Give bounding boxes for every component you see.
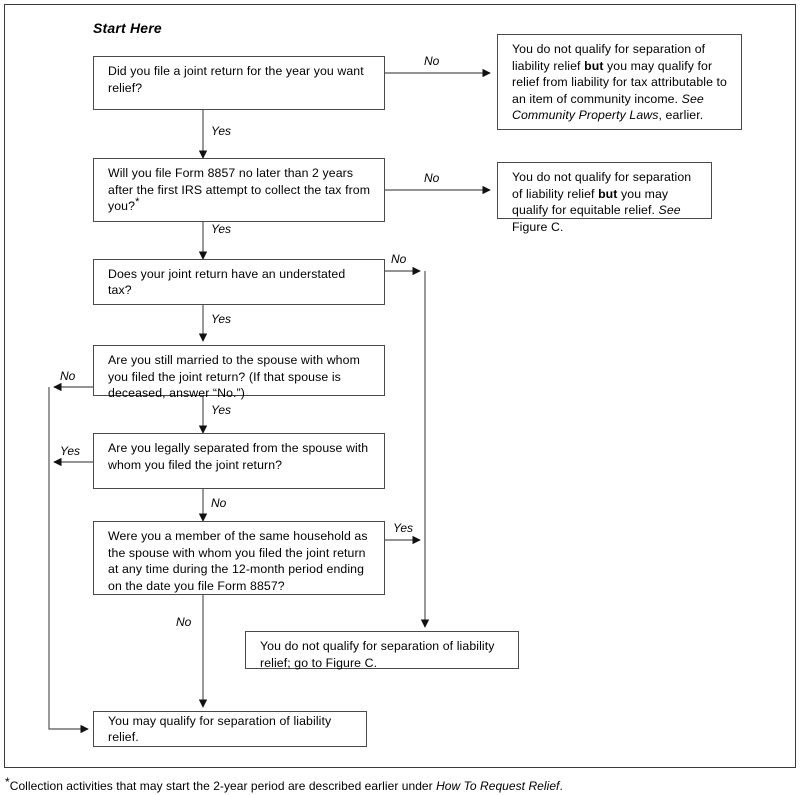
edge-label-q4-no: No [60, 369, 76, 383]
outcome-out3-text: You do not qualify for separation of lia… [260, 639, 495, 670]
decision-q6-text: Were you a member of the same household … [108, 529, 368, 593]
outcome-community-income: You do not qualify for separation of lia… [497, 34, 742, 130]
outcome-may-qualify: You may qualify for separation of liabil… [93, 711, 367, 747]
decision-q5-text: Are you legally separated from the spous… [108, 441, 369, 472]
decision-q2-body: Will you file Form 8857 no later than 2 … [108, 166, 371, 213]
edge-label-q6-yes: Yes [393, 521, 414, 535]
edge-label-q2-no: No [424, 171, 440, 185]
decision-q1-text: Did you file a joint return for the year… [108, 64, 364, 95]
edge-label-q3-yes: Yes [211, 312, 232, 326]
decision-q3-text: Does your joint return have an understat… [108, 266, 346, 298]
edge-label-q6-no: No [176, 615, 192, 629]
outcome-go-to-figure-c: You do not qualify for separation of lia… [245, 631, 519, 670]
outcome-out1-see: See [681, 91, 704, 106]
outcome-equitable-relief: You do not qualify for separation of lia… [497, 162, 712, 234]
decision-q4-text: Are you still married to the spouse with… [108, 353, 360, 400]
decision-q2-text: Will you file Form 8857 no later than 2 … [108, 166, 370, 213]
footnote-star-icon: * [5, 775, 10, 789]
outcome-out2-bold: but [598, 186, 618, 201]
outcome-out4-text: You may qualify for separation of liabil… [108, 713, 332, 745]
outcome-out2-seg3: Figure C. [512, 219, 564, 234]
footnote-marker-icon: * [135, 195, 140, 208]
edge-label-q3-no: No [391, 252, 407, 266]
outcome-out2-text: You do not qualify for separation of lia… [512, 170, 691, 234]
edge-label-q5-no: No [211, 496, 227, 510]
outcome-out1-reference: Community Property Laws [512, 108, 659, 122]
decision-legally-separated: Are you legally separated from the spous… [93, 433, 385, 489]
footnote-reference: How To Request Relief [436, 779, 560, 793]
outcome-out1-seg3: , earlier. [658, 108, 704, 122]
footnote-text-after: . [559, 779, 563, 793]
decision-did-you-file-joint-return: Did you file a joint return for the year… [93, 56, 385, 110]
start-here-label: Start Here [93, 20, 162, 36]
edge-label-q1-yes: Yes [211, 124, 232, 138]
edge-label-q2-yes: Yes [211, 222, 232, 236]
decision-same-household: Were you a member of the same household … [93, 521, 385, 595]
outcome-out2-seg1: You do not qualify for separation of lia… [512, 170, 692, 201]
outcome-out1-bold: but [584, 58, 604, 73]
outcome-out1-seg1: You do not qualify for separation of lia… [512, 42, 706, 73]
decision-still-married: Are you still married to the spouse with… [93, 345, 385, 400]
figure-footnote: *Collection activities that may start th… [5, 775, 563, 793]
edge-label-q5-yes: Yes [60, 444, 81, 458]
outcome-out2-seg2: you may qualify for equitable relief. [512, 186, 669, 218]
decision-understated-tax: Does your joint return have an understat… [93, 259, 385, 305]
edge-label-q4-yes: Yes [211, 403, 232, 417]
outcome-out1-text: You do not qualify for separation of lia… [512, 42, 727, 122]
footnote-text-before: Collection activities that may start the… [9, 779, 437, 793]
outcome-out2-see: See [658, 203, 681, 217]
outcome-out1-seg2: you may qualify for relief from liabilit… [512, 58, 727, 106]
edge-label-q1-no: No [424, 54, 440, 68]
decision-will-you-file-form-8857: Will you file Form 8857 no later than 2 … [93, 158, 385, 222]
